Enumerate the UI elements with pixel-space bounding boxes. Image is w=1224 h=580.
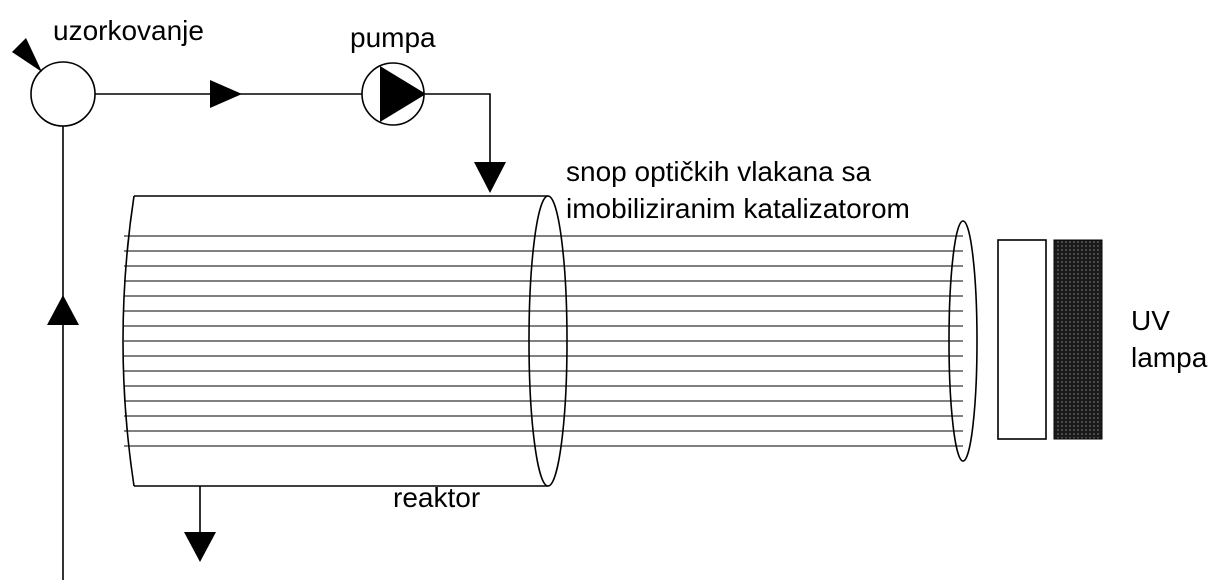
flow-arrow-into-reactor (474, 162, 506, 193)
flow-arrow-outlet (184, 532, 216, 562)
optical-fiber-bundle (124, 235, 963, 447)
pump-icon (380, 66, 426, 122)
label-fiber-bundle-line2: imobiliziranim katalizatorom (566, 193, 910, 224)
reactor-right-end (528, 195, 568, 487)
label-fiber-bundle-line1: snop optičkih vlakana sa (566, 156, 872, 187)
reactor (122, 195, 568, 487)
uv-filter-window (997, 239, 1047, 440)
label-uv: UV (1131, 305, 1170, 336)
label-lamp: lampa (1131, 342, 1208, 373)
arrow-marker-icon (12, 38, 42, 72)
uv-lamp (1053, 239, 1103, 440)
sampling-valve-circle (30, 61, 96, 127)
label-reactor: reaktor (393, 482, 481, 513)
reactor-left-end (122, 195, 135, 487)
label-sampling: uzorkovanje (53, 15, 204, 46)
pump (361, 62, 426, 126)
flow-arrow-return-up (47, 295, 79, 325)
sampling-port (12, 38, 96, 127)
pipe-pump-to-reactor (425, 93, 491, 165)
flow-arrow-to-pump (210, 80, 242, 108)
fiber-bundle-end (948, 220, 978, 462)
label-pump: pumpa (350, 22, 436, 53)
